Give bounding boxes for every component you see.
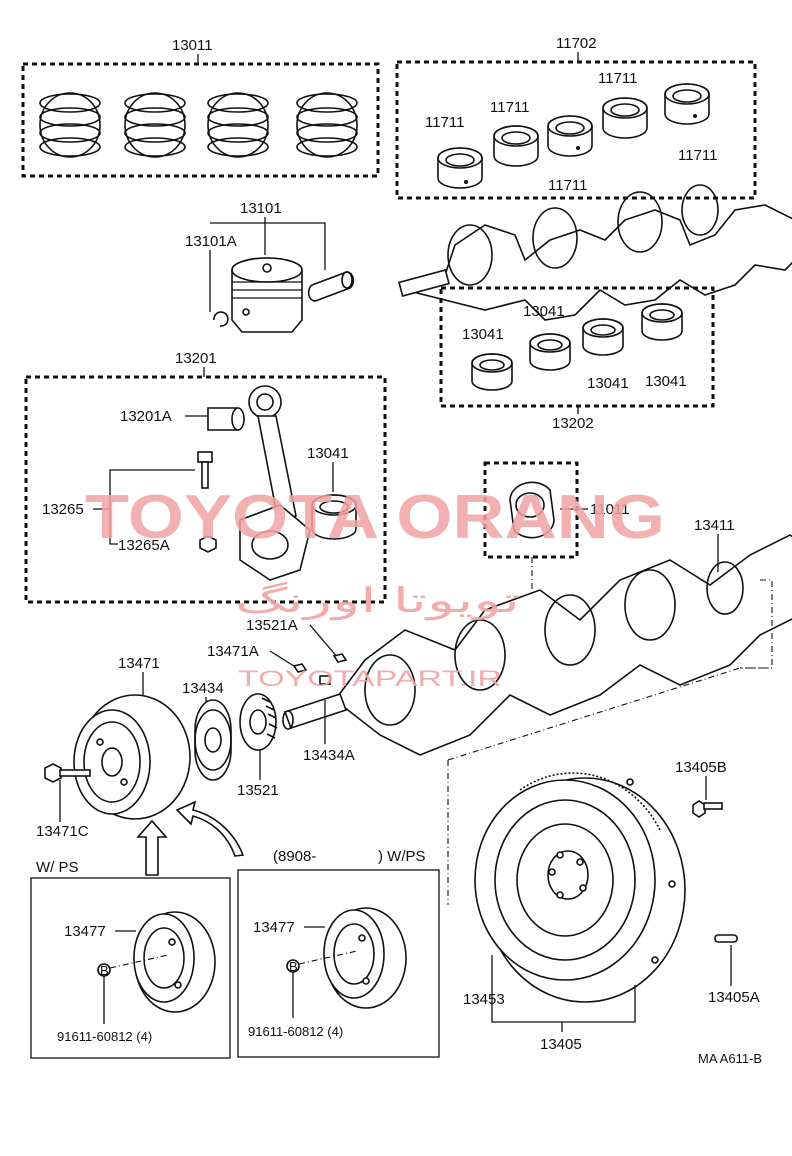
rod-nut-illustration <box>199 535 217 553</box>
piston-ring-set-group: 13011 <box>21 37 380 178</box>
label-11011: 11011 <box>590 501 630 518</box>
label-13041-b: 13041 <box>523 303 565 320</box>
label-wps-right-date: (8908- <box>273 848 316 865</box>
label-11711-d: 11711 <box>598 70 638 87</box>
label-wps-left: W/ PS <box>36 859 79 876</box>
label-11711-e: 11711 <box>678 147 718 164</box>
label-11711-c: 11711 <box>548 177 588 194</box>
piston-rings-illustration <box>39 92 358 158</box>
label-13041-rod: 13041 <box>307 445 349 462</box>
crank-key-illustration <box>319 675 331 685</box>
label-13477-right: 13477 <box>253 919 295 936</box>
label-13202: 13202 <box>552 415 594 432</box>
label-wps-right: ) W/PS <box>378 848 426 865</box>
piston-pin-illustration <box>307 271 355 302</box>
label-13101A: 13101A <box>185 233 237 250</box>
label-13434: 13434 <box>182 680 224 697</box>
label-13471C: 13471C <box>36 823 89 840</box>
main-bearing-set-group: 11702 11711 11711 11711 11711 11711 <box>395 35 757 200</box>
flywheel-pin-illustration <box>714 934 738 943</box>
piston-group: 13101 13101A <box>185 200 355 333</box>
connecting-rod-illustration <box>239 385 311 581</box>
connecting-rod-group: 13201 13201A 13041 13265 13265 <box>24 350 387 604</box>
crankshaft-upper-illustration <box>398 184 792 321</box>
label-13405B: 13405B <box>675 759 727 776</box>
thrust-washer-illustration <box>509 481 555 539</box>
label-bolt-right: 91611-60812 (4) <box>248 1024 343 1039</box>
key-13471A-illustration <box>292 663 308 673</box>
snap-ring-illustration <box>213 311 229 327</box>
rod-bearing-illustration <box>311 494 357 540</box>
rod-bushing-illustration <box>207 407 245 431</box>
label-13011: 13011 <box>172 37 213 54</box>
label-13434A: 13434A <box>303 747 355 764</box>
watermark-line3: TOYOTAPART.IR <box>238 666 502 691</box>
crankshaft-illustration <box>282 534 792 756</box>
key-13521A-illustration <box>332 653 348 663</box>
flywheel-bolt-illustration <box>692 800 723 818</box>
watermark: TOYOTA ORANG تويوتا اورنگ TOYOTAPART.IR <box>85 483 665 691</box>
watermark-line1: TOYOTA ORANG <box>85 483 665 552</box>
label-13471A: 13471A <box>207 643 259 660</box>
label-13411: 13411 <box>694 517 735 534</box>
label-11711-b: 11711 <box>490 99 530 116</box>
label-13521: 13521 <box>237 782 279 799</box>
label-13201A: 13201A <box>120 408 172 425</box>
wps-left-group: W/ PS 13477 B 91611-60812 (4) <box>30 859 231 1059</box>
label-13041-d: 13041 <box>645 373 687 390</box>
label-13471: 13471 <box>118 655 160 672</box>
label-13101: 13101 <box>240 200 282 217</box>
ps-pulley-left-illustration <box>133 911 216 1013</box>
flywheel-group: 13405B 13405A 13453 13405 <box>463 759 760 1053</box>
label-11711-a: 11711 <box>425 114 465 131</box>
label-bolt-left: 91611-60812 (4) <box>57 1029 152 1044</box>
ps-pulley-right-illustration <box>323 907 407 1009</box>
diagram-reference-code: MA A611-B <box>698 1051 762 1066</box>
timing-pulley-illustration <box>194 699 232 781</box>
rod-bolt-illustration <box>197 451 213 489</box>
label-11702: 11702 <box>556 35 597 52</box>
label-13265A: 13265A <box>118 537 170 554</box>
piston-illustration <box>231 257 303 333</box>
crank-bearing-set-group: 13041 13041 13041 13041 13202 <box>439 286 715 432</box>
crank-pulley-group: 13471 13471C <box>36 655 191 840</box>
label-13265: 13265 <box>42 501 84 518</box>
reference-arrows <box>136 800 245 876</box>
label-13201: 13201 <box>175 350 217 367</box>
wps-right-group: (8908- ) W/PS 13477 B 91611-60812 (4) <box>237 848 440 1058</box>
label-13405: 13405 <box>540 1036 582 1053</box>
pulley-bolt-illustration <box>44 763 91 783</box>
crank-pulley-illustration <box>73 694 191 820</box>
crankshaft-group: 13411 <box>282 517 792 756</box>
crank-gear-illustration <box>239 693 278 751</box>
label-13041-a: 13041 <box>462 326 504 343</box>
label-13405A: 13405A <box>708 989 760 1006</box>
label-13477-left: 13477 <box>64 923 106 940</box>
crank-bearing-shells-illustration <box>471 303 683 391</box>
callout-b-left: B <box>100 963 109 978</box>
callout-b-right: B <box>289 959 298 974</box>
label-13041-c: 13041 <box>587 375 629 392</box>
label-13521A: 13521A <box>246 617 298 634</box>
label-13453: 13453 <box>463 991 505 1008</box>
thrust-washer-group: 11011 <box>483 461 630 600</box>
watermark-line2: تويوتا اورنگ <box>235 581 520 621</box>
timing-parts-group: 13434 13521 13434A <box>182 675 355 799</box>
main-bearing-shells-illustration <box>437 83 710 189</box>
flywheel-illustration <box>474 772 686 1003</box>
